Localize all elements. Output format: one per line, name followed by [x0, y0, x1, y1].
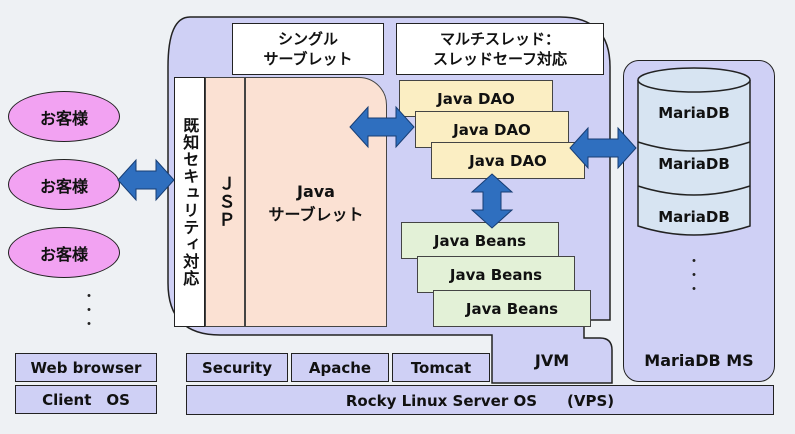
- beans-box: Java Beans: [433, 290, 591, 327]
- beans-box: Java Beans: [401, 222, 559, 259]
- mariadb-instance: MariaDB: [658, 104, 730, 122]
- security-panel: 既知セキュリティ対応: [174, 77, 205, 327]
- jvm-label: JVM: [534, 350, 570, 370]
- web-browser-box: Web browser: [15, 353, 157, 382]
- client-os-box: Client OS: [15, 385, 157, 414]
- arrow-dao-db: [569, 126, 637, 170]
- dao-box: Java DAO: [399, 80, 553, 117]
- mariadb-instance: MariaDB: [658, 208, 730, 226]
- mariadb-instance: MariaDB: [658, 155, 730, 173]
- arrow-dao-beans: [470, 173, 514, 229]
- db-dots: ・・・: [687, 254, 701, 298]
- jsp-panel: ＪＳＰ: [205, 77, 245, 327]
- mariadb-ms-label: MariaDB MS: [644, 350, 754, 370]
- customer-ellipse: お客様: [8, 159, 120, 210]
- multithread-label: マルチスレッド： スレッドセーフ対応: [396, 23, 604, 75]
- dao-box: Java DAO: [415, 111, 569, 148]
- dao-box: Java DAO: [431, 142, 585, 179]
- security-layer: Security: [186, 353, 288, 382]
- customer-dots: ・・・: [82, 289, 96, 333]
- customer-ellipse: お客様: [8, 91, 120, 142]
- security-panel-label: 既知セキュリティ対応: [180, 117, 200, 287]
- customer-ellipse: お客様: [8, 227, 120, 278]
- apache-layer: Apache: [291, 353, 389, 382]
- os-layer: Rocky Linux Server OS (VPS): [186, 385, 774, 415]
- arrow-servlet-dao: [349, 105, 415, 149]
- arrow-customer-jsp: [117, 158, 175, 202]
- tomcat-layer: Tomcat: [392, 353, 490, 382]
- single-servlet-label: シングル サーブレット: [232, 23, 384, 75]
- jsp-label: ＪＳＰ: [214, 175, 235, 229]
